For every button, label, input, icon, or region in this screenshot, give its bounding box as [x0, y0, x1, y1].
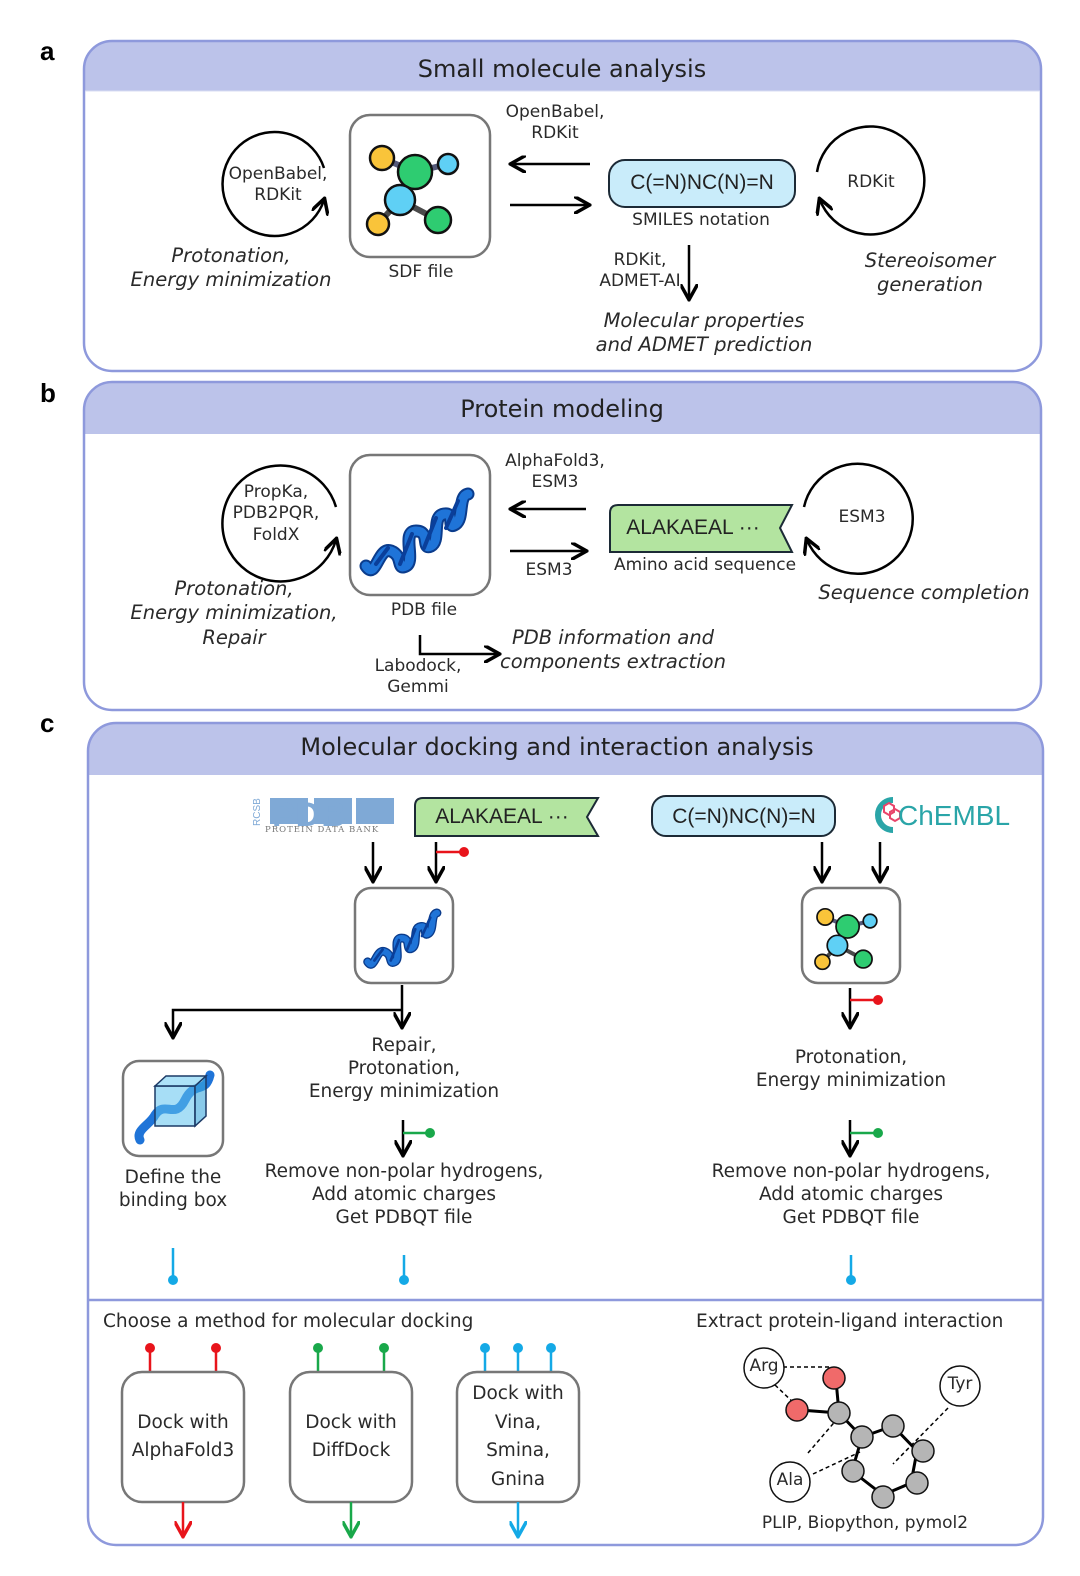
- chembl-logo-text: ChEMBL: [898, 800, 1011, 831]
- smiles-box-c: [651, 795, 836, 837]
- smiles-text-c: C(=N)NC(N)=N: [672, 805, 816, 828]
- smiles-label: SMILES notation: [632, 210, 770, 230]
- ligand-prep-label: Protonation,Energy minimization: [755, 1047, 947, 1092]
- cycle-arrow-sequence: [804, 462, 914, 575]
- panel-c-header: [88, 723, 1043, 775]
- residue-ala-node: [769, 1461, 811, 1503]
- loop-right-tools-a: RDKit: [847, 172, 895, 192]
- residue-ala: Ala: [776, 1470, 804, 1490]
- dock-input-connector: [480, 1343, 490, 1353]
- panel-a-border: [82, 39, 1043, 373]
- down-tools-a: RDKit,ADMET-AI: [599, 250, 681, 292]
- red-connector-ligand: [873, 995, 883, 1005]
- dock-method-1: [288, 1343, 414, 1535]
- sequence-banner-c: [414, 797, 600, 837]
- loop-left-tools-a: OpenBabel,RDKit: [228, 164, 328, 206]
- cycle-arrow-sdf: [221, 130, 324, 238]
- arrow-to-seq-tools: ESM3: [525, 560, 573, 580]
- protein-prep-label: Repair,Protonation,Energy minimization: [308, 1035, 500, 1103]
- interaction-tools: PLIP, Biopython, pymol2: [761, 1513, 969, 1533]
- sequence-label: Amino acid sequence: [613, 555, 797, 575]
- arrow-to-pdb-tools: AlphaFold3,ESM3: [505, 451, 605, 493]
- sequence-text-c: ALAKAEAL ···: [435, 805, 569, 828]
- pdb-file-label: PDB file: [390, 600, 458, 620]
- sdf-file-label: SDF file: [388, 262, 454, 282]
- dock-input-connector: [513, 1343, 523, 1353]
- residue-arg: Arg: [749, 1356, 779, 1376]
- cycle-arrow-pdb: [221, 464, 336, 583]
- panel-c-title: Molecular docking and interaction analys…: [300, 733, 814, 761]
- dock-input-connector: [379, 1343, 389, 1353]
- binding-box-icon: [134, 1070, 215, 1145]
- dock-input-connector: [546, 1343, 556, 1353]
- interaction-title: Extract protein-ligand interaction: [696, 1311, 1004, 1332]
- dock-method-0: [120, 1343, 246, 1535]
- panel-a: [82, 39, 1043, 373]
- pdb-logo-subtitle: PROTEIN DATA BANK: [265, 825, 380, 835]
- panel-b-title: Protein modeling: [460, 395, 664, 423]
- panel-a-header: [84, 41, 1041, 91]
- panel-c: [86, 721, 1045, 1547]
- rcsb-pdb-logo: [270, 798, 394, 824]
- residue-tyr: Tyr: [947, 1374, 973, 1394]
- chembl-logo-icon: [875, 797, 901, 833]
- blue-connector-ligand: [846, 1275, 856, 1285]
- blue-connector-binding-box: [168, 1275, 178, 1285]
- protein-pdbqt-label: Remove non-polar hydrogens,Add atomic ch…: [264, 1161, 544, 1229]
- sequence-banner: [609, 504, 794, 553]
- dock-method-2: [455, 1343, 581, 1535]
- smiles-box: [608, 159, 796, 208]
- panel-a-title: Small molecule analysis: [417, 55, 707, 83]
- sequence-text: ALAKAEAL ···: [626, 516, 760, 539]
- dock-input-connector: [211, 1343, 221, 1353]
- panel-b-header: [84, 382, 1041, 434]
- dock-input-connector: [145, 1343, 155, 1353]
- panel-letter-a: a: [40, 36, 55, 66]
- rcsb-text: RCSB: [252, 798, 263, 826]
- arrow-pdb-extraction: [418, 635, 498, 654]
- sequence-completion-caption: Sequence completion: [818, 581, 1030, 604]
- loop-left-caption-b: Protonation,Energy minimization,Repair: [130, 577, 338, 649]
- ligand-pdbqt-label: Remove non-polar hydrogens,Add atomic ch…: [711, 1161, 991, 1229]
- panel-letter-b: b: [40, 378, 56, 408]
- green-connector-protein: [425, 1128, 435, 1138]
- panel-letter-c: c: [40, 708, 55, 738]
- panel-b: [82, 380, 1043, 712]
- blue-connector-protein: [399, 1275, 409, 1285]
- loop-left-tools-b: PropKa,PDB2PQR,FoldX: [232, 482, 320, 545]
- panel-c-border: [86, 721, 1045, 1547]
- extract-tools: Labodock,Gemmi: [374, 656, 462, 698]
- loop-right-tools-b: ESM3: [838, 507, 886, 527]
- interaction-diagram: [743, 1347, 981, 1509]
- loop-left-caption-a: Protonation,Energy minimization: [130, 244, 332, 292]
- pdb-logo-text: PDB: [272, 796, 347, 834]
- cycle-arrow-smiles: [817, 125, 926, 236]
- residue-arg-node: [743, 1347, 785, 1389]
- docking-methods: [120, 1343, 581, 1535]
- smiles-text: C(=N)NC(N)=N: [630, 171, 774, 194]
- dock-input-connector: [313, 1343, 323, 1353]
- green-connector-ligand: [873, 1128, 883, 1138]
- docking-title: Choose a method for molecular docking: [103, 1311, 474, 1332]
- arrow-to-sdf-tools: OpenBabel,RDKit: [505, 102, 605, 144]
- residue-tyr-node: [939, 1365, 981, 1407]
- panel-b-border: [82, 380, 1043, 712]
